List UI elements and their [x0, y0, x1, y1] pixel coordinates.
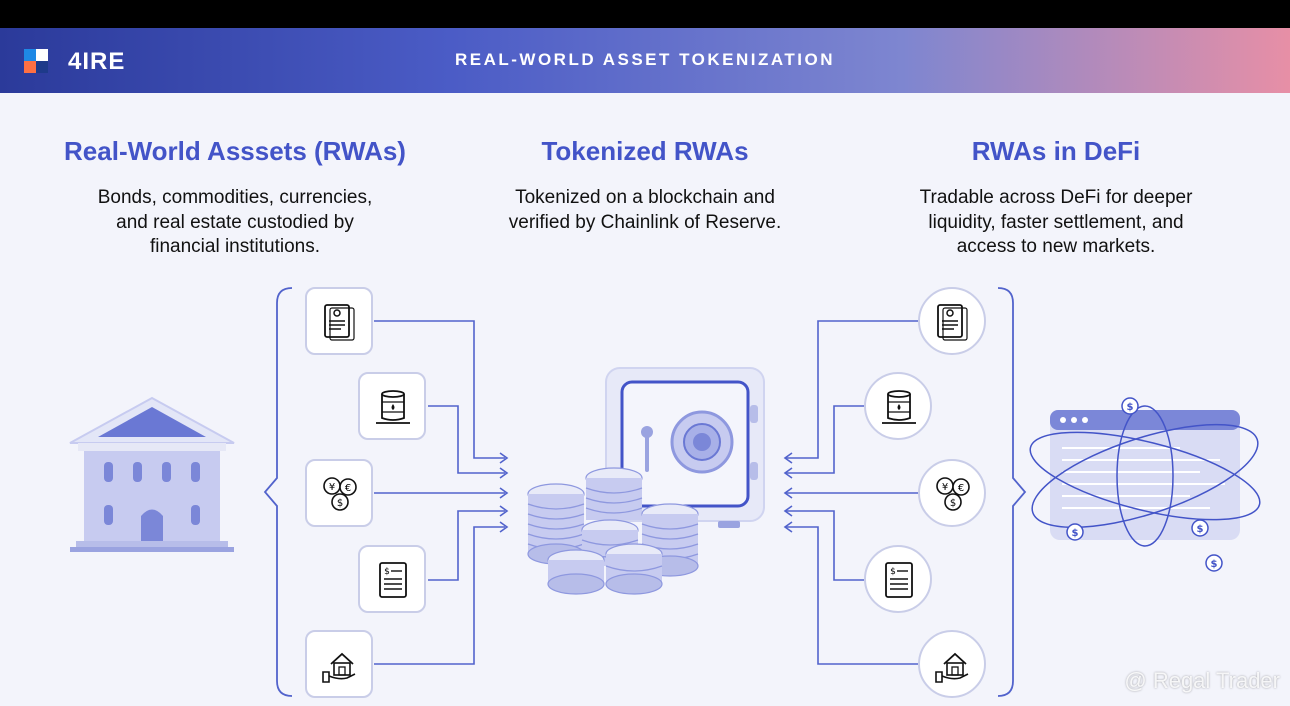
desc-line: access to new markets. — [956, 236, 1156, 257]
coin-symbol: $ — [1197, 524, 1204, 535]
left-brace — [263, 287, 293, 697]
browser-window-orbit-icon: $ $ $ $ — [1029, 397, 1261, 572]
rwa-column-description: Bonds, commodities, currencies, and real… — [15, 186, 455, 260]
yen-symbol: ¥ — [942, 482, 948, 493]
yen-symbol: ¥ — [329, 482, 335, 493]
desc-line: and real estate custodied by — [116, 211, 354, 233]
dollar-symbol: $ — [337, 498, 343, 509]
desc-line: financial institutions. — [149, 236, 321, 257]
defi-column-description: Tradable across DeFi for deeper liquidit… — [836, 186, 1276, 260]
defi-column-title: RWAs in DeFi — [971, 136, 1141, 166]
currencies-asset-box: ¥ € $ — [305, 459, 373, 527]
real-estate-asset-box — [305, 630, 373, 698]
top-black-bar — [0, 0, 1290, 28]
currency-coins-icon: ¥ € $ — [936, 477, 970, 511]
rwa-column-title: Real-World Asssets (RWAs) — [64, 136, 406, 166]
desc-line: Tokenized on a blockchain and — [515, 187, 775, 208]
invoice-document-icon: $ — [379, 562, 407, 598]
coin-stacks-icon — [527, 467, 699, 595]
right-connectors — [783, 320, 918, 665]
dollar-symbol: $ — [950, 498, 956, 509]
right-brace — [997, 287, 1027, 697]
euro-symbol: € — [345, 483, 351, 494]
euro-symbol: € — [958, 483, 964, 494]
tokenized-column-description: Tokenized on a blockchain and verified b… — [425, 186, 865, 235]
securities-defi-circle: $ — [864, 545, 932, 613]
commodities-defi-circle — [864, 372, 932, 440]
oil-barrel-icon — [376, 390, 410, 424]
securities-asset-box: $ — [358, 545, 426, 613]
coin-symbol: $ — [1127, 402, 1134, 413]
watermark-text: @ Regal Trader — [1124, 668, 1280, 693]
currencies-defi-circle: ¥ € $ — [918, 459, 986, 527]
bond-document-icon — [324, 304, 355, 341]
coin-symbol: $ — [1211, 559, 1218, 570]
header-banner: 4IRE REAL-WORLD ASSET TOKENIZATION — [0, 28, 1290, 93]
brand-logo: 4IRE — [24, 47, 124, 77]
oil-barrel-icon — [882, 390, 916, 424]
logo-mark-icon — [24, 49, 48, 73]
currency-coins-icon: ¥ € $ — [323, 477, 357, 511]
logo-text: 4IRE — [68, 48, 126, 75]
bond-document-icon — [937, 304, 968, 341]
desc-line: verified by Chainlink of Reserve. — [508, 211, 782, 233]
tokenized-column-title: Tokenized RWAs — [541, 136, 749, 166]
bank-building-icon — [69, 396, 235, 552]
header-title: REAL-WORLD ASSET TOKENIZATION — [454, 50, 836, 69]
desc-line: liquidity, faster settlement, and — [928, 211, 1184, 233]
desc-line: Tradable across DeFi for deeper — [919, 187, 1193, 208]
house-in-hand-icon — [935, 652, 969, 683]
commodities-asset-box — [358, 372, 426, 440]
left-connectors — [374, 320, 509, 665]
invoice-document-icon: $ — [885, 562, 913, 598]
bonds-defi-circle — [918, 287, 986, 355]
desc-line: Bonds, commodities, currencies, — [97, 187, 373, 208]
coin-symbol: $ — [1072, 528, 1079, 539]
bonds-asset-box — [305, 287, 373, 355]
house-in-hand-icon — [322, 652, 356, 683]
dollar-symbol: $ — [384, 567, 390, 577]
real-estate-defi-circle — [918, 630, 986, 698]
dollar-symbol: $ — [890, 567, 896, 577]
